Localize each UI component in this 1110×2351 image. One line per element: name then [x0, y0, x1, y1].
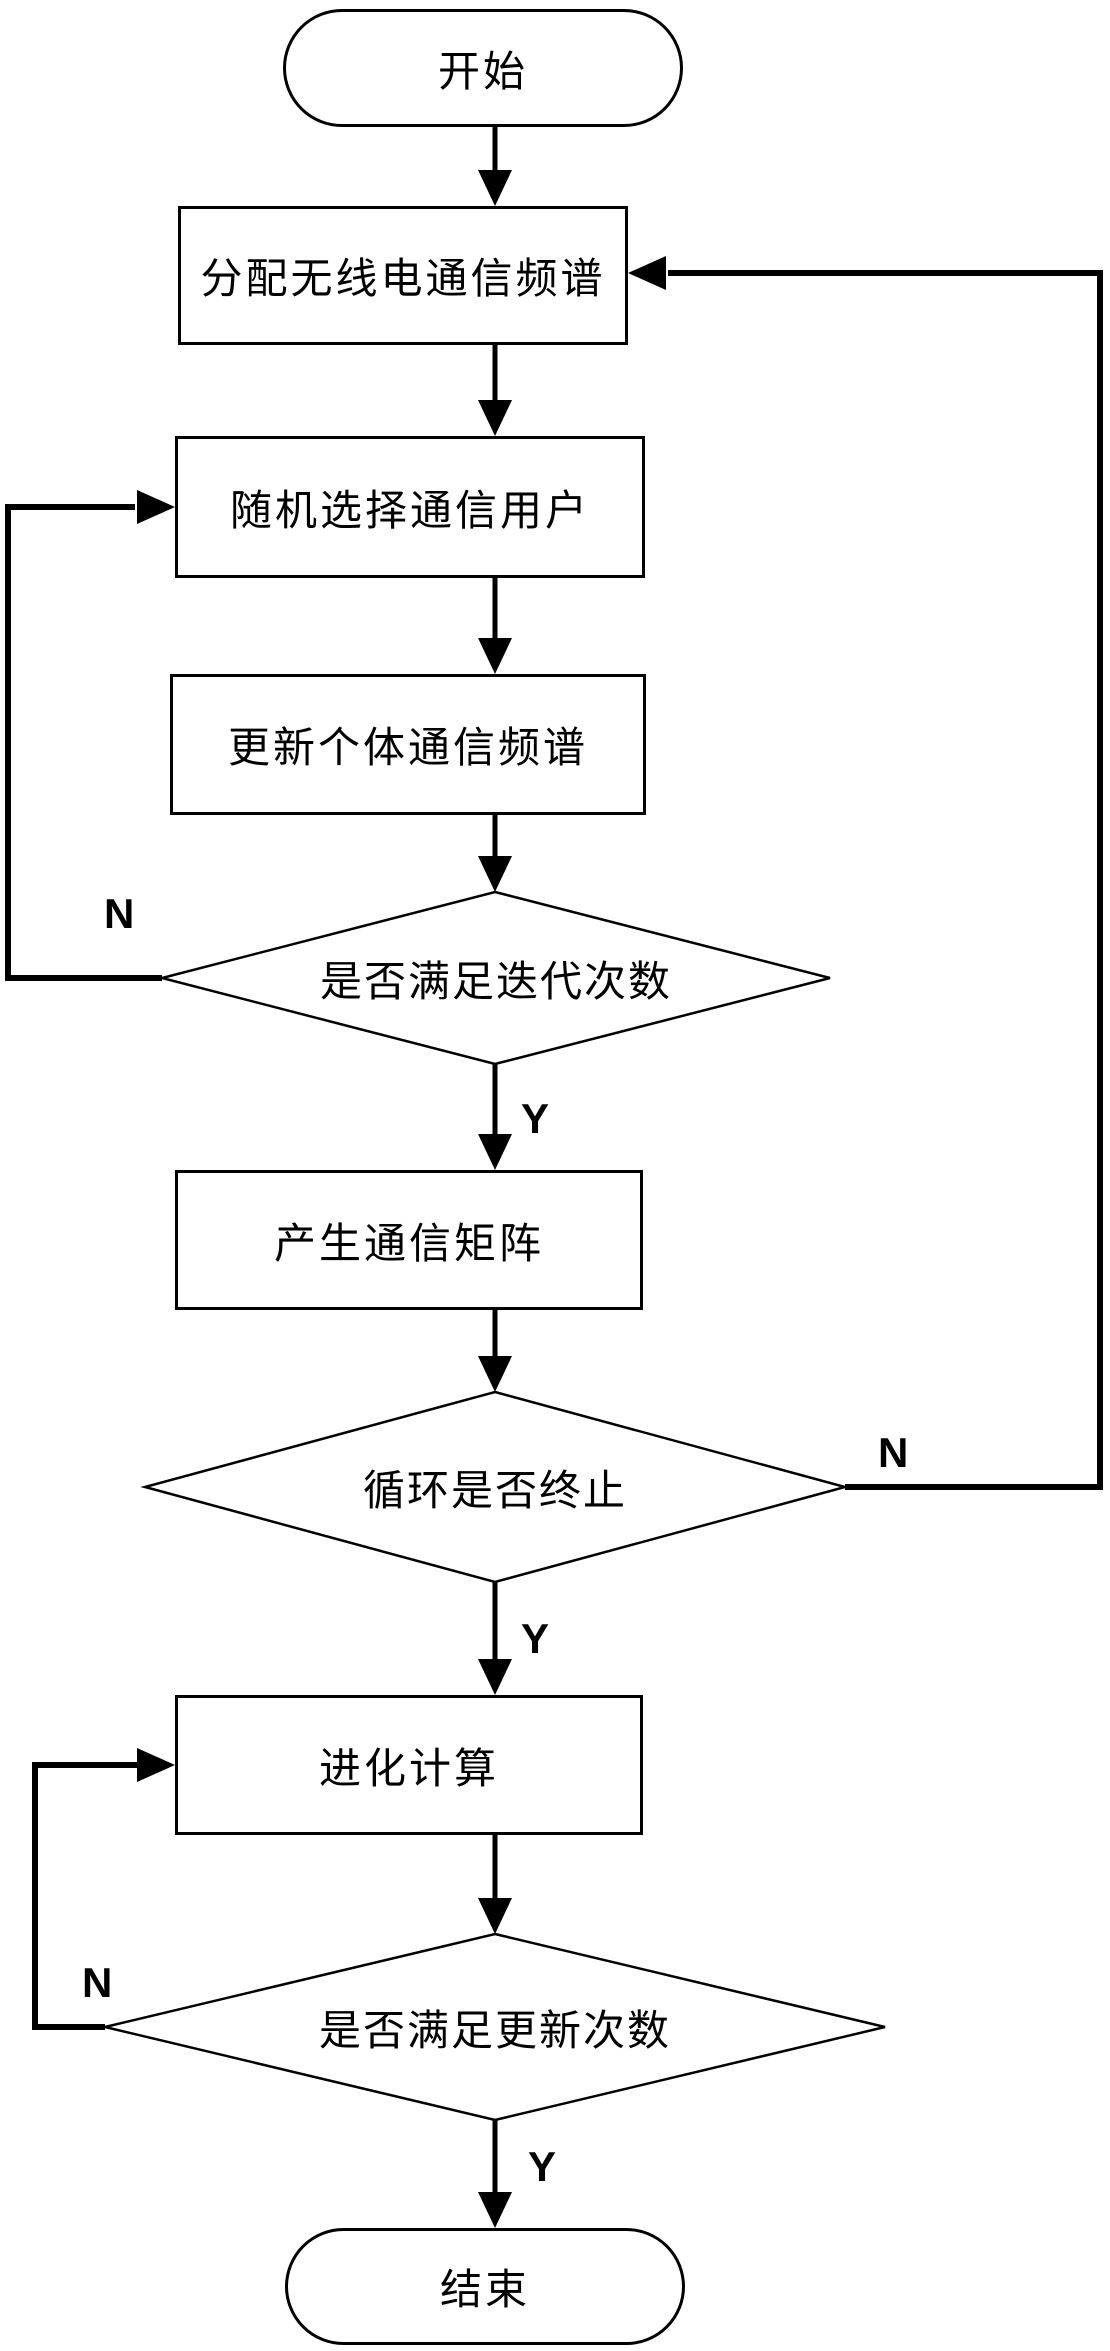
node-update-spectrum-label: 更新个体通信频谱	[227, 726, 588, 772]
node-evolution-compute-label: 进化计算	[318, 1746, 499, 1793]
arrow-down-icon	[478, 1898, 512, 1934]
node-end: 结束	[285, 2228, 685, 2345]
arrow-down-icon	[478, 638, 512, 674]
node-allocate-spectrum: 分配无线电通信频谱	[178, 206, 628, 345]
branch-label-iteration-yes: Y	[521, 1095, 550, 1142]
arrow-down-icon	[478, 2192, 512, 2228]
decision-update-count-label: 是否满足更新次数	[105, 1934, 885, 2120]
arrow-down-icon	[478, 1659, 512, 1695]
node-evolution-compute: 进化计算	[175, 1695, 643, 1835]
node-generate-matrix-label: 产生通信矩阵	[273, 1221, 544, 1268]
arrow-down-icon	[478, 170, 512, 206]
decision-iteration-shape	[157, 890, 831, 1066]
arrow-right-icon	[137, 1748, 175, 1782]
loop-loop-check-no-to-allocate	[668, 270, 1103, 1490]
decision-loop-terminate-label: 循环是否终止	[145, 1392, 845, 1582]
node-select-users: 随机选择通信用户	[175, 436, 645, 578]
arrow-down-icon	[478, 400, 512, 436]
arrow-down-icon	[478, 1134, 512, 1170]
arrow-down-icon	[478, 856, 512, 892]
branch-label-update-yes: Y	[528, 2143, 557, 2190]
decision-loop-terminate-text: 循环是否终止	[362, 1468, 627, 1515]
node-update-spectrum: 更新个体通信频谱	[170, 674, 646, 815]
node-end-label: 结束	[439, 2268, 530, 2314]
decision-iteration-text: 是否满足迭代次数	[319, 959, 672, 1006]
decision-loop-terminate-shape	[140, 1390, 850, 1584]
decision-update-count-shape	[104, 1932, 886, 2122]
node-allocate-spectrum-label: 分配无线电通信频谱	[200, 257, 606, 303]
branch-label-loop-no: N	[878, 1429, 909, 1476]
node-select-users-label: 随机选择通信用户	[229, 488, 590, 535]
arrow-left-icon	[628, 256, 666, 290]
loop-update-check-no-to-evolve	[32, 1762, 137, 2030]
node-start-label: 开始	[437, 49, 528, 96]
branch-label-update-no: N	[82, 1959, 113, 2006]
node-generate-matrix: 产生通信矩阵	[175, 1170, 643, 1310]
arrow-down-icon	[478, 1356, 512, 1392]
decision-iteration-label: 是否满足迭代次数	[162, 892, 830, 1064]
arrow-right-icon	[137, 490, 175, 524]
node-start: 开始	[283, 9, 683, 127]
branch-label-iteration-no: N	[104, 890, 135, 937]
loop-iter-check-no-to-select	[5, 504, 162, 981]
branch-label-loop-yes: Y	[521, 1615, 550, 1662]
decision-update-count-text: 是否满足更新次数	[318, 2008, 671, 2055]
